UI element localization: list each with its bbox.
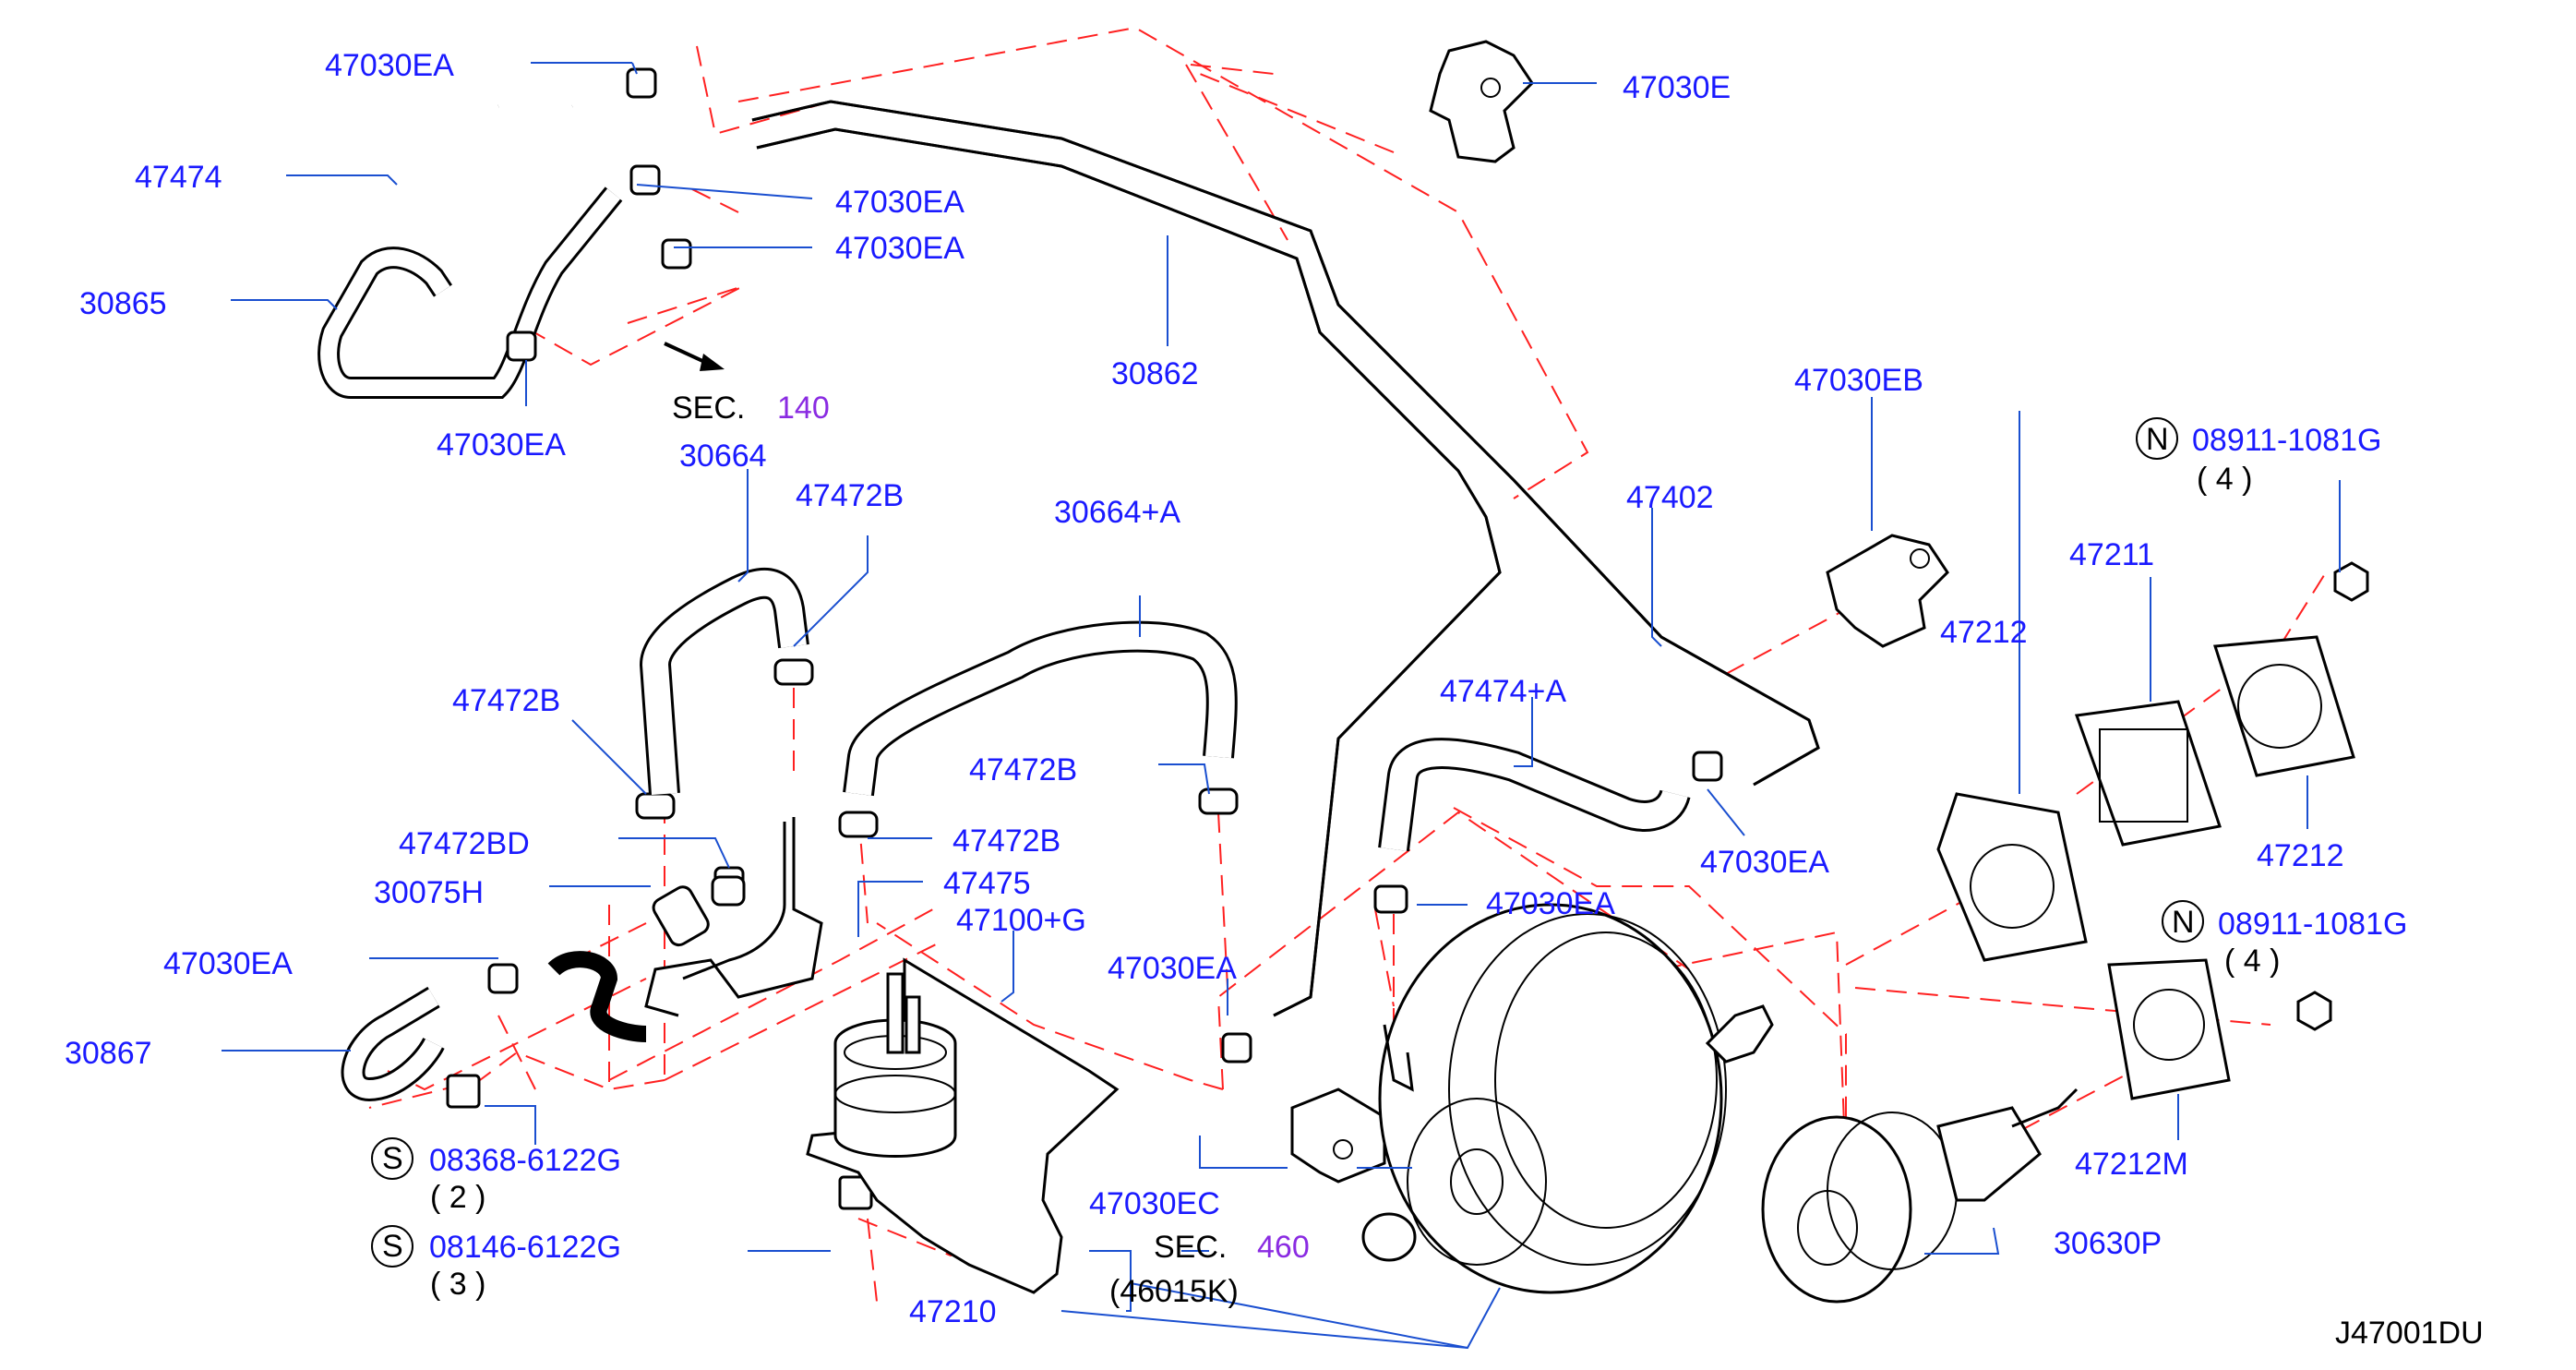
label-47212: 47212: [1940, 615, 2028, 650]
label-08368-6122g: 08368-6122G: [429, 1143, 621, 1178]
label-47030e: 47030E: [1623, 70, 1731, 105]
s-marker-icon: [371, 1137, 413, 1180]
label-47030ea: 47030EA: [163, 946, 293, 981]
s-marker-label: S: [382, 1141, 403, 1176]
label-08911-1081g: 08911-1081G: [2218, 907, 2407, 942]
label-sec-number: 460: [1257, 1230, 1310, 1265]
label-30664: 30664: [679, 439, 767, 474]
s-marker-icon: [371, 1225, 413, 1268]
label-47212: 47212: [2257, 838, 2344, 873]
part-drawings: [318, 40, 2369, 1304]
label-47475: 47475: [943, 866, 1031, 901]
s-marker-label: S: [382, 1229, 403, 1264]
label-47030ea: 47030EA: [1486, 886, 1615, 921]
n-marker-icon: [2162, 900, 2204, 943]
label-47030ea: 47030EA: [835, 185, 965, 220]
label-47474-a: 47474+A: [1440, 674, 1566, 709]
label-47030ea: 47030EA: [1700, 845, 1829, 880]
label-30075h: 30075H: [374, 875, 484, 910]
callout-labels: 47030EA 47474 47030EA 47030EA 30865 4703…: [65, 48, 2484, 1351]
label-47030eb: 47030EB: [1794, 363, 1923, 398]
label-quantity: ( 4 ): [2224, 943, 2280, 979]
label-47402: 47402: [1626, 480, 1714, 515]
n-marker-label: N: [2172, 905, 2195, 940]
label-47100-g: 47100+G: [956, 903, 1086, 938]
label-47472b: 47472B: [796, 478, 904, 513]
leader-lines: [222, 62, 2341, 1350]
label-quantity: ( 4 ): [2197, 462, 2252, 497]
label-47030ea: 47030EA: [325, 48, 454, 83]
label-30867: 30867: [65, 1036, 152, 1071]
label-quantity: ( 3 ): [430, 1267, 485, 1302]
diagram-id: J47001DU: [2335, 1316, 2484, 1351]
label-30630p: 30630P: [2054, 1226, 2162, 1261]
label-47474: 47474: [135, 160, 222, 195]
label-sec: SEC.: [1154, 1230, 1227, 1265]
label-47030ea: 47030EA: [1108, 951, 1237, 986]
n-marker-label: N: [2146, 422, 2169, 457]
label-08911-1081g: 08911-1081G: [2192, 423, 2381, 458]
label-47210: 47210: [909, 1294, 997, 1329]
label-47472b: 47472B: [452, 683, 560, 718]
label-46015k: (46015K): [1109, 1274, 1239, 1309]
label-sec: SEC.: [672, 391, 745, 426]
label-30865: 30865: [79, 286, 167, 321]
label-47472b: 47472B: [969, 752, 1077, 787]
label-sec-number: 140: [777, 391, 830, 426]
label-30862: 30862: [1111, 356, 1199, 391]
label-47030ec: 47030EC: [1089, 1186, 1220, 1221]
label-47030ea: 47030EA: [437, 427, 566, 463]
label-47472bd: 47472BD: [399, 826, 530, 861]
n-marker-icon: [2136, 417, 2178, 460]
label-47030ea: 47030EA: [835, 231, 965, 266]
label-47472b: 47472B: [953, 823, 1060, 859]
label-47212m: 47212M: [2075, 1147, 2188, 1182]
label-30664-a: 30664+A: [1054, 495, 1180, 530]
label-08146-6122g: 08146-6122G: [429, 1230, 621, 1265]
label-quantity: ( 2 ): [430, 1180, 485, 1215]
label-47211: 47211: [2069, 537, 2154, 572]
